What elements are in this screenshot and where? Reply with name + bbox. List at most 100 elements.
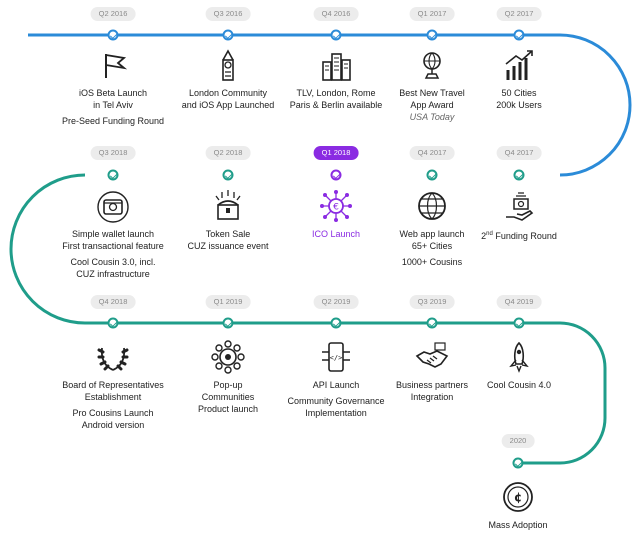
milestone-node — [513, 29, 525, 41]
checkmark-icon — [224, 31, 232, 39]
milestone-title: First transactional feature — [62, 241, 164, 251]
milestone-title: 200k Users — [496, 100, 542, 110]
svg-text:€: € — [333, 203, 339, 213]
milestone-title: Mass Adoption — [488, 520, 548, 530]
date-pill: Q4 2018 — [90, 295, 136, 309]
date-pill: Q2 2018 — [205, 146, 251, 160]
checkmark-icon — [515, 319, 523, 327]
milestone-title: Cool Cousin 4.0 — [486, 380, 552, 390]
milestone-title: in Tel Aviv — [93, 100, 133, 110]
milestone-title: 2nd Funding Round — [444, 229, 594, 242]
milestone-node — [107, 317, 119, 329]
checkmark-icon — [332, 171, 340, 179]
date-pill: Q4 2017 — [496, 146, 542, 160]
milestone-detail: 1000+ Cousins — [401, 257, 463, 267]
milestone-node — [426, 169, 438, 181]
milestone-title: 65+ Cities — [411, 241, 453, 251]
date-pill: Q4 2019 — [496, 295, 542, 309]
milestone-title: App Award — [410, 100, 454, 110]
milestone-node — [107, 169, 119, 181]
milestone-node — [513, 317, 525, 329]
date-pill: Q4 2016 — [313, 7, 359, 21]
milestone-title: Simple wallet launch — [71, 229, 155, 239]
date-pill: Q1 2019 — [205, 295, 251, 309]
milestone-title: Board of Representatives — [62, 380, 164, 390]
milestone: London Community and iOS App Launched — [153, 48, 303, 111]
checkmark-icon — [428, 319, 436, 327]
checkmark-icon — [332, 31, 340, 39]
handshake-icon — [415, 342, 449, 368]
milestone: 50 Cities 200k Users — [444, 48, 594, 111]
community-circle-icon — [211, 340, 245, 374]
api-phone-icon: </> — [322, 342, 350, 372]
checkmark-icon — [109, 319, 117, 327]
milestone-detail: Implementation — [305, 408, 367, 418]
milestone-title: Business partners — [395, 380, 469, 390]
checkmark-icon — [428, 171, 436, 179]
milestone-node — [513, 169, 525, 181]
date-pill: Q3 2018 — [90, 146, 136, 160]
title-part: Funding Round — [492, 231, 557, 241]
milestone-detail: Android version — [81, 420, 145, 430]
milestone: 2nd Funding Round — [444, 189, 594, 242]
milestone-title: iOS Beta Launch — [78, 88, 148, 98]
checkmark-icon — [224, 171, 232, 179]
globe-trophy-icon — [423, 52, 441, 79]
milestone-node — [512, 457, 524, 469]
milestone-title: Paris & Berlin available — [289, 100, 383, 110]
date-pill: Q3 2019 — [409, 295, 455, 309]
checkmark-icon — [515, 171, 523, 179]
milestone: Cool Cousin 4.0 — [444, 340, 594, 391]
svg-text:</>: </> — [330, 354, 343, 362]
date-pill: Q2 2019 — [313, 295, 359, 309]
milestone-node — [222, 169, 234, 181]
checkmark-icon — [332, 319, 340, 327]
track-bend-left — [9, 173, 607, 465]
milestone-title: Best New Travel — [399, 88, 465, 98]
milestone-title: API Launch — [312, 380, 360, 390]
milestone-title: 50 Cities — [501, 88, 537, 98]
milestone-title: Integration — [410, 392, 454, 402]
flag-icon — [105, 53, 128, 78]
date-pill: Q3 2016 — [205, 7, 251, 21]
milestone-node — [426, 317, 438, 329]
milestone-node — [222, 317, 234, 329]
coin-badge-icon: ¢ — [503, 482, 533, 512]
milestone-title: CUZ issuance event — [187, 241, 269, 251]
funding-hand-icon — [506, 192, 534, 221]
date-pill: 2020 — [501, 434, 535, 448]
milestone-title: London Community — [188, 88, 268, 98]
milestone-detail: Pro Cousins Launch — [72, 408, 154, 418]
milestone-node — [330, 169, 342, 181]
date-pill: Q2 2017 — [496, 7, 542, 21]
milestone-node — [107, 29, 119, 41]
city-buildings-icon — [322, 53, 351, 81]
milestone-title: Communities — [201, 392, 255, 402]
big-ben-icon — [222, 49, 234, 81]
rocket-icon — [509, 341, 529, 373]
milestone-title: Web app launch — [399, 229, 465, 239]
web-globe-icon — [418, 192, 446, 220]
milestone-detail: Pre-Seed Funding Round — [61, 116, 165, 126]
milestone-title: and iOS App Launched — [181, 100, 275, 110]
milestone-detail: Cool Cousin 3.0, incl. — [70, 257, 156, 267]
date-pill: Q1 2017 — [409, 7, 455, 21]
checkmark-icon — [224, 319, 232, 327]
milestone-node — [222, 29, 234, 41]
date-pill: Q4 2017 — [409, 146, 455, 160]
checkmark-icon — [515, 31, 523, 39]
milestone-subtitle: USA Today — [409, 112, 455, 122]
milestone: Web app launch 65+ Cities 1000+ Cousins — [357, 189, 507, 268]
network-coin-icon: € — [320, 190, 352, 222]
milestone-node — [330, 317, 342, 329]
date-pill: Q1 2018 — [313, 146, 359, 160]
milestone-title: TLV, London, Rome — [296, 88, 376, 98]
